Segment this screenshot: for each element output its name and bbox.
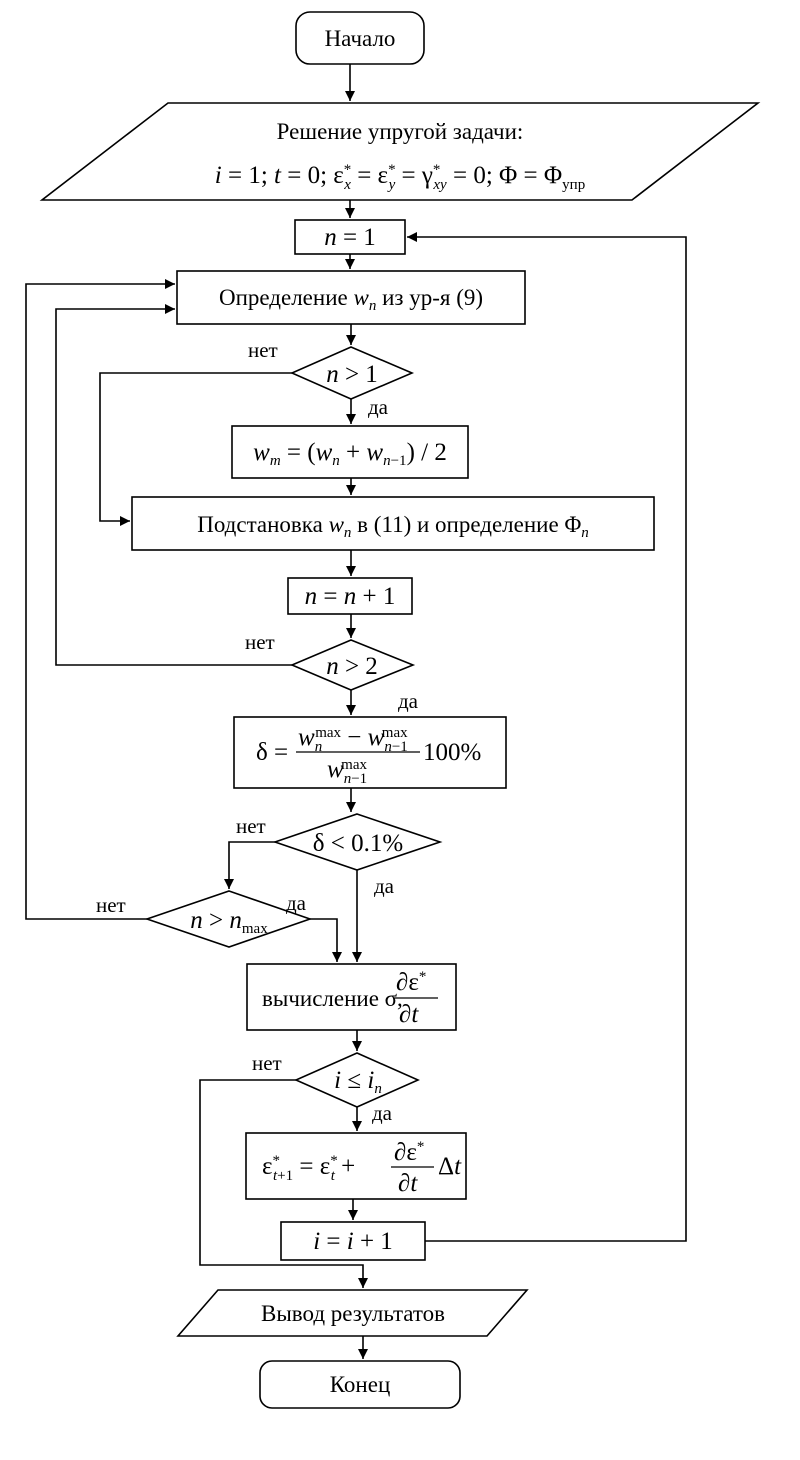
arrow-n-max-no (25, 279, 175, 920)
decision-n-gt-2-label: n > 2 (326, 653, 378, 680)
n-init-label: n = 1 (324, 224, 376, 251)
label-yes-delta: да (374, 874, 395, 898)
delta-formula: δ = wnmax − wn−1max wn−1max 100% (256, 724, 481, 787)
decision-n-max (144, 890, 313, 948)
w-mean-label: wm = (wn + wn−1) / 2 (253, 439, 447, 469)
elastic-formula: i = 1; t = 0; ε*x = ε*y = γ*xy = 0; Φ = … (215, 162, 585, 193)
substitution-label: Подстановка wn в (11) и определение Φn (197, 512, 589, 541)
label-yes-i: да (372, 1101, 393, 1125)
end-terminal (259, 1360, 461, 1409)
label-no-delta: нет (236, 814, 266, 838)
w-mean-block (231, 425, 469, 479)
delta-denominator: wn−1max (327, 756, 367, 787)
eps-deriv-numerator: ∂ε* (394, 1139, 424, 1166)
arrow-n-gt-1-no (99, 372, 292, 526)
label-yes-n-gt-1: да (368, 395, 389, 419)
sigma-label: вычисление σ, (262, 986, 403, 1011)
n-increment-block (287, 577, 413, 615)
decision-delta-label: δ < 0.1% (313, 830, 403, 857)
i-increment-label: i = i + 1 (313, 1228, 393, 1255)
output-block (176, 1289, 529, 1337)
elastic-title: Решение упругой задачи: (277, 119, 524, 144)
eps-update-formula: ε*t+1 = ε*t + ∂ε* ∂t Δt (262, 1139, 462, 1197)
label-no-n-gt-1: нет (248, 338, 278, 362)
eps-update-block (245, 1132, 467, 1200)
delta-symbol: δ = (256, 739, 288, 766)
sigma-deriv-numerator: ∂ε* (396, 969, 426, 996)
end-label: Конец (330, 1372, 391, 1397)
delta-percent: 100% (423, 739, 481, 766)
substitution-block (131, 496, 655, 551)
determine-w-label: Определение wn из ур-я (9) (219, 285, 483, 314)
label-yes-n-gt-2: да (398, 689, 419, 713)
label-yes-n-max: да (286, 891, 307, 915)
label-no-n-max: нет (96, 893, 126, 917)
decision-n-max-label: n > nmax (190, 907, 268, 937)
arrow-delta-no (224, 841, 275, 889)
decision-i-label: i ≤ in (334, 1067, 382, 1097)
arrow-i-no (199, 1079, 368, 1288)
arrow-n-max-yes (310, 918, 342, 962)
start-label: Начало (325, 26, 396, 51)
arrow-i-inc-loop (407, 232, 687, 1242)
label-no-i: нет (252, 1051, 282, 1075)
arrow-n-gt-2-no (55, 304, 292, 666)
delta-block (233, 716, 507, 789)
decision-n-gt-1-label: n > 1 (326, 361, 378, 388)
elastic-input-block (39, 102, 761, 201)
n-increment-label: n = n + 1 (305, 583, 396, 610)
sigma-derivative: ∂ε* ∂t (393, 969, 438, 1028)
start-terminal (295, 11, 425, 65)
sigma-block (246, 963, 457, 1031)
eps-deriv-denominator: ∂t (398, 1170, 418, 1197)
label-no-n-gt-2: нет (245, 630, 275, 654)
output-label: Вывод результатов (261, 1301, 445, 1326)
delta-numerator: wnmax − wn−1max (298, 724, 408, 755)
eps-delta-t: Δt (438, 1153, 462, 1180)
eps-update-left: ε*t+1 = ε*t + (262, 1153, 355, 1184)
sigma-deriv-denominator: ∂t (399, 1001, 419, 1028)
